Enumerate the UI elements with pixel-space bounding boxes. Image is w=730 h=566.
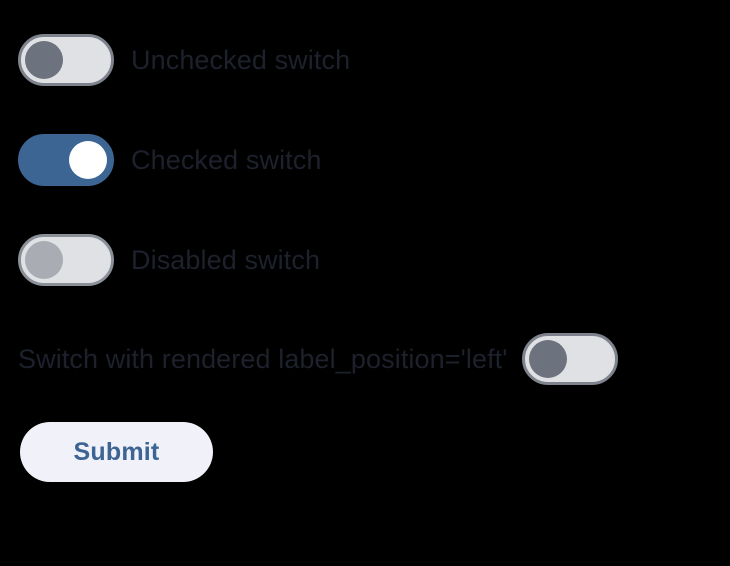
switch-thumb-icon bbox=[25, 241, 63, 279]
left-label-switch-label: Switch with rendered label_position='lef… bbox=[18, 343, 508, 374]
switch-row-left-label: Switch with rendered label_position='lef… bbox=[18, 333, 712, 385]
switch-thumb-icon bbox=[528, 340, 567, 378]
switch-row-disabled: Disabled switch bbox=[18, 234, 320, 286]
switch-row-checked: Checked switch bbox=[18, 134, 321, 186]
checked-switch-label: Checked switch bbox=[131, 144, 322, 175]
switch-row-unchecked: Unchecked switch bbox=[18, 34, 350, 86]
submit-button[interactable]: Submit bbox=[20, 422, 213, 482]
checked-switch[interactable] bbox=[18, 134, 114, 186]
switch-thumb-icon bbox=[69, 141, 107, 179]
unchecked-switch-label: Unchecked switch bbox=[131, 44, 351, 75]
disabled-switch bbox=[18, 234, 114, 286]
left-label-switch[interactable] bbox=[521, 333, 618, 385]
disabled-switch-label: Disabled switch bbox=[131, 244, 321, 275]
unchecked-switch[interactable] bbox=[18, 34, 114, 86]
switch-thumb-icon bbox=[25, 41, 63, 79]
